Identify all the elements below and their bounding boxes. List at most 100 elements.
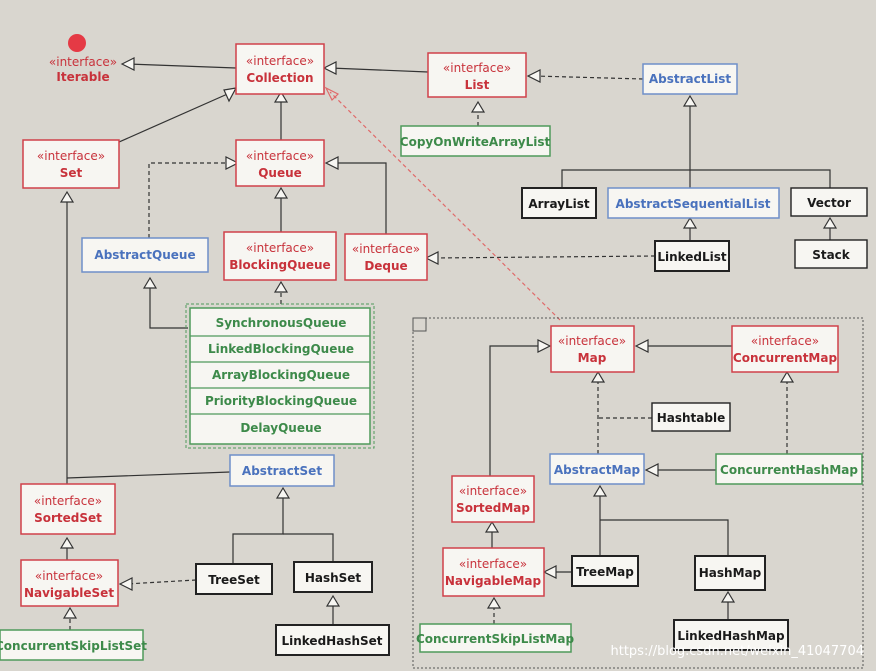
node-abstract-set: AbstractSet	[229, 454, 335, 487]
stereotype-label: «interface»	[37, 149, 105, 163]
stereotype-label: «interface»	[49, 55, 117, 69]
node-label: TreeMap	[576, 565, 634, 579]
node-collection: «interface» Collection	[235, 43, 325, 95]
node-label: Set	[60, 166, 83, 180]
node-label: AbstractQueue	[94, 248, 195, 262]
edge-abstractlist-list	[533, 75, 644, 80]
node-label: AbstractSet	[242, 464, 322, 478]
node-navigable-set: «interface» NavigableSet	[20, 559, 119, 607]
node-label: SortedMap	[456, 501, 530, 515]
edge-head	[273, 186, 289, 199]
node-label: CopyOnWriteArrayList	[400, 135, 551, 149]
node-label: ConcurrentSkipListMap	[416, 632, 575, 646]
edge-head	[682, 216, 698, 229]
node-label: NavigableMap	[445, 574, 542, 588]
node-abstract-map: AbstractMap	[549, 453, 645, 485]
edge-head	[62, 606, 78, 619]
node-linked-blocking-queue: LinkedBlockingQueue	[208, 342, 354, 356]
node-sorted-set: «interface» SortedSet	[20, 483, 116, 535]
node-label: Vector	[807, 196, 851, 210]
edge-head	[526, 69, 541, 83]
node-label: Iterable	[56, 70, 109, 84]
node-label: LinkedHashMap	[677, 629, 785, 643]
edge-treeset-navset	[125, 579, 197, 585]
edge-head	[542, 565, 557, 579]
edge-head	[120, 57, 135, 71]
edge-head	[275, 486, 291, 499]
node-abstract-sequential-list: AbstractSequentialList	[607, 187, 780, 219]
node-label: ConcurrentSkipListSet	[0, 639, 147, 653]
edge-list-collection	[329, 67, 429, 73]
edge-vector-abstractlist	[690, 169, 831, 188]
node-copy-on-write-array-list: CopyOnWriteArrayList	[400, 125, 551, 157]
edge-hashmap-abstractmap	[600, 519, 729, 556]
edge-head	[486, 596, 502, 609]
node-label: Collection	[246, 71, 313, 85]
map-group-corner	[412, 317, 427, 332]
node-label: BlockingQueue	[229, 258, 330, 272]
blocking-queue-impl-group: SynchronousQueue LinkedBlockingQueue Arr…	[185, 303, 375, 449]
node-tree-map: TreeMap	[571, 555, 639, 587]
edge-head	[822, 216, 838, 229]
node-label: ConcurrentHashMap	[720, 463, 858, 477]
edge-treeset-abstractset	[232, 496, 284, 564]
node-delay-queue: DelayQueue	[240, 421, 321, 435]
edge-head	[118, 577, 133, 591]
edge-head	[537, 339, 552, 353]
edge-head	[720, 590, 736, 603]
node-hashtable: Hashtable	[651, 402, 731, 432]
edge-deque-queue	[332, 162, 387, 234]
node-priority-blocking-queue: PriorityBlockingQueue	[205, 394, 357, 408]
stereotype-label: «interface»	[34, 494, 102, 508]
edge-head	[273, 280, 289, 293]
edge-head	[142, 276, 158, 289]
edge-linkedlist-deque	[431, 255, 656, 259]
node-tree-set: TreeSet	[195, 563, 273, 595]
iterable-dot	[68, 34, 86, 52]
map-group-frame	[412, 317, 864, 669]
edge-head	[470, 100, 486, 113]
node-set: «interface» Set	[22, 139, 120, 189]
stereotype-label: «interface»	[443, 61, 511, 75]
node-label: List	[465, 78, 490, 92]
node-hash-set: HashSet	[293, 561, 373, 593]
node-abstract-queue: AbstractQueue	[81, 237, 209, 273]
node-hash-map: HashMap	[694, 555, 766, 591]
node-label: NavigableSet	[24, 586, 114, 600]
edge-head	[322, 61, 337, 75]
stereotype-label: «interface»	[352, 242, 420, 256]
edge-head	[424, 251, 439, 265]
node-label: Map	[578, 351, 607, 365]
edge-head	[59, 536, 75, 549]
node-label: TreeSet	[208, 573, 260, 587]
edge-head	[225, 156, 240, 170]
edge-head	[634, 339, 649, 353]
stereotype-label: «interface»	[35, 569, 103, 583]
node-label: AbstractMap	[554, 463, 641, 477]
node-array-blocking-queue: ArrayBlockingQueue	[212, 368, 350, 382]
node-linked-hash-map: LinkedHashMap	[673, 619, 789, 651]
node-label: HashMap	[699, 566, 762, 580]
edge-map-collection-ref	[329, 91, 561, 321]
edge-head	[273, 90, 289, 103]
edge-abstractset-set	[66, 471, 231, 479]
edge-abstractqueue-queue	[148, 162, 232, 238]
stereotype-label: «interface»	[246, 149, 314, 163]
node-stack: Stack	[794, 239, 868, 269]
node-label: HashSet	[305, 571, 362, 585]
edge-head	[223, 87, 238, 103]
node-label: SortedSet	[34, 511, 102, 525]
stereotype-label: «interface»	[246, 241, 314, 255]
node-vector: Vector	[790, 187, 868, 217]
node-array-list: ArrayList	[521, 187, 597, 219]
edge-head	[324, 86, 340, 102]
edge-head	[682, 94, 698, 107]
stereotype-label: «interface»	[246, 54, 314, 68]
edge-head	[779, 370, 795, 383]
edge-arraylist-abstractlist	[561, 104, 691, 188]
node-deque: «interface» Deque	[344, 233, 428, 281]
node-iterable: «interface» Iterable	[49, 55, 117, 84]
stereotype-label: «interface»	[558, 334, 626, 348]
edge-head	[325, 594, 341, 607]
